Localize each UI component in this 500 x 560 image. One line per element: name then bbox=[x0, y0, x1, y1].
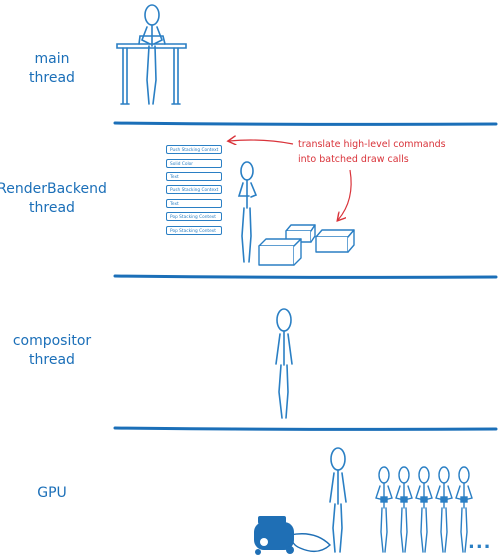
main-thread-worker bbox=[140, 4, 164, 105]
lane-label-line1: main bbox=[34, 51, 70, 67]
lane-separator-1 bbox=[113, 121, 498, 126]
lane-label-compositor-thread: compositor thread bbox=[0, 332, 122, 370]
display-list-item: Text bbox=[166, 172, 222, 181]
compressor-icon bbox=[254, 516, 332, 555]
lane-separator-2 bbox=[113, 274, 498, 279]
gpu-worker bbox=[415, 466, 433, 553]
gpu-worker bbox=[375, 466, 393, 553]
lane-label-gpu: GPU bbox=[0, 484, 122, 503]
lane-label-line1: GPU bbox=[37, 485, 67, 501]
gpu-worker bbox=[435, 466, 453, 553]
display-list-item: Pop Stacking Context bbox=[166, 212, 222, 221]
display-list-item: Push Stacking Context bbox=[166, 185, 222, 194]
display-list-item: Push Stacking Context bbox=[166, 145, 222, 154]
gpu-worker bbox=[395, 466, 413, 553]
display-list-item: Text bbox=[166, 199, 222, 208]
batching-annotation: translate high-level commands into batch… bbox=[298, 137, 446, 167]
desk bbox=[116, 35, 187, 105]
more-workers-ellipsis: ... bbox=[468, 532, 492, 553]
compositor-worker bbox=[275, 308, 293, 419]
gpu-worker bbox=[455, 466, 473, 553]
lane-separator-3 bbox=[113, 426, 498, 431]
batched-draw-call-boxes bbox=[258, 224, 355, 266]
arrow-to-boxes bbox=[338, 169, 352, 220]
arrow-to-display-list bbox=[229, 140, 294, 144]
lane-label-line2: thread bbox=[29, 352, 75, 368]
annotation-line1: translate high-level commands bbox=[298, 139, 446, 150]
gpu-worker-row bbox=[375, 466, 473, 553]
lane-label-renderbackend-thread: RenderBackend thread bbox=[0, 180, 122, 218]
lane-label-main-thread: main thread bbox=[0, 50, 122, 88]
annotation-line2: into batched draw calls bbox=[298, 154, 409, 165]
lane-label-line2: thread bbox=[29, 70, 75, 86]
lane-label-line2: thread bbox=[29, 200, 75, 216]
renderbackend-worker bbox=[237, 161, 258, 263]
lane-label-line1: compositor bbox=[12, 333, 92, 349]
lane-label-line1: RenderBackend bbox=[0, 181, 107, 197]
display-list-item: Solid Color bbox=[166, 159, 222, 168]
display-list-item: Pop Stacking Context bbox=[166, 226, 222, 235]
gpu-supervisor bbox=[329, 447, 347, 553]
